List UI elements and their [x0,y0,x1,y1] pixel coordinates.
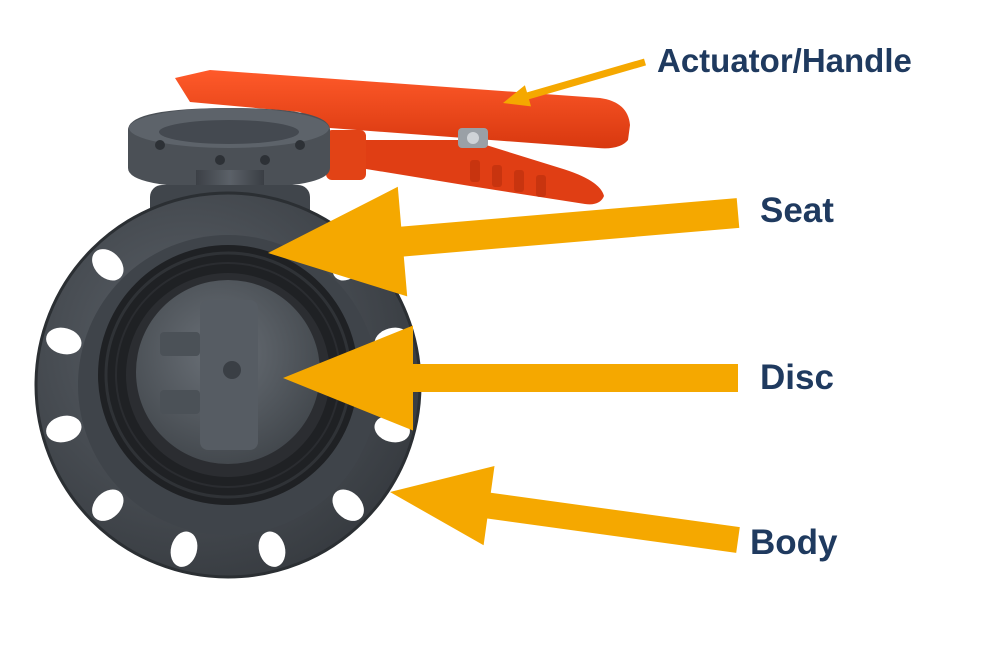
bolt-window [92,489,124,521]
top-flange [128,108,330,188]
bolt-window [46,415,82,443]
body-label: Body [750,523,838,562]
seat-label: Seat [760,191,834,230]
bolt-window [46,327,82,355]
bolt-window [92,249,124,281]
handle [175,70,630,205]
actuator-arrow-icon [503,58,646,107]
actuator-handle-label: Actuator/Handle [657,42,912,79]
bolt-window [258,531,286,567]
arrow-group [268,58,740,553]
body-arrow-icon [390,466,740,553]
disc-arrow-icon [283,325,738,431]
disc [136,280,320,464]
disc-label: Disc [760,358,834,397]
seat-arrow-icon [268,186,740,297]
bolt-window [332,489,364,521]
bolt-window [170,531,198,567]
